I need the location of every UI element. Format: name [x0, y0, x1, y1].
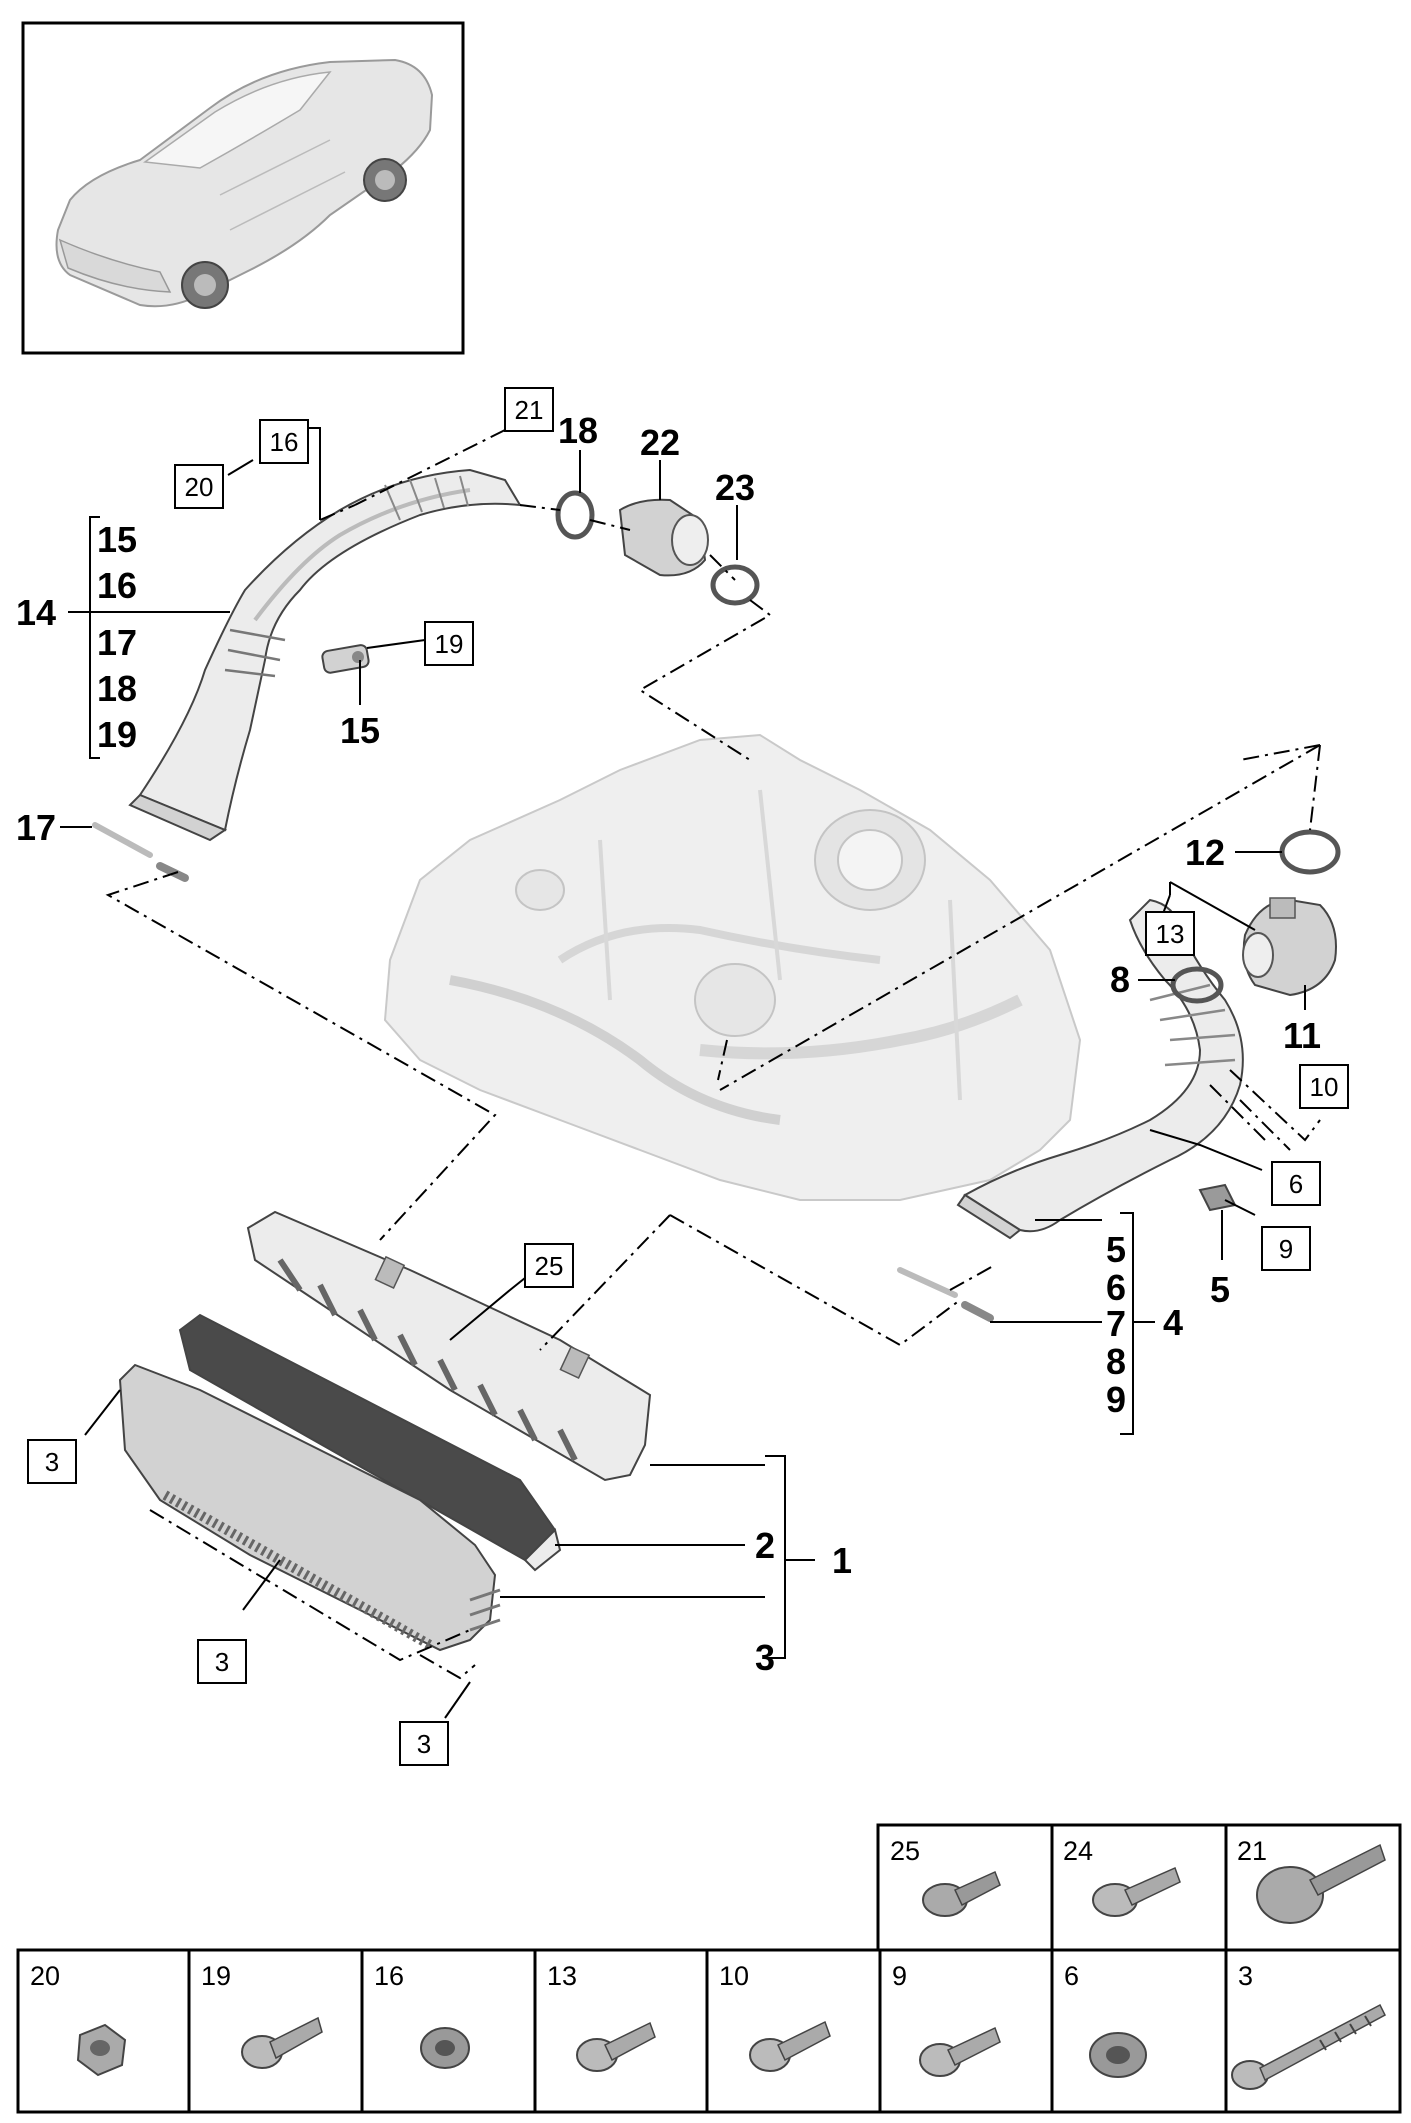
box-ref-25: 25: [535, 1251, 564, 1281]
box-ref-20: 20: [185, 472, 214, 502]
callout-5: 5: [1106, 1229, 1126, 1270]
air-filter-element-2: [178, 1313, 562, 1572]
callout-numbers: 1 2 3 4 5 6 7 8 9 5 8 11 12 14 15 16 17 …: [16, 410, 1321, 1678]
fastener-cell-6-label: 6: [1064, 1961, 1079, 1991]
callout-6: 6: [1106, 1267, 1126, 1308]
air-filter-housing-top: [246, 1210, 652, 1482]
fastener-cell-25-label: 25: [890, 1836, 920, 1866]
callout-1: 1: [832, 1540, 852, 1581]
callout-17: 17: [97, 622, 137, 663]
grommet-16-icon: [420, 2027, 470, 2069]
callout-7: 7: [1106, 1303, 1126, 1344]
callout-19: 19: [97, 714, 137, 755]
callout-22: 22: [640, 422, 680, 463]
connection-lines: [105, 429, 1321, 1680]
fastener-cell-13-label: 13: [547, 1961, 577, 1991]
callout-16: 16: [97, 565, 137, 606]
bolt-9-icon: [919, 2026, 1001, 2077]
bolt-25-icon: [922, 1870, 1001, 1917]
callout-14: 14: [16, 592, 56, 633]
fastener-cell-3-label: 3: [1238, 1961, 1253, 1991]
engine-assembly: [383, 733, 1082, 1201]
leader-lines: [60, 427, 1306, 1719]
fastener-cell-19-label: 19: [201, 1961, 231, 1991]
screw-3-icon: [1231, 2003, 1386, 2090]
callout-8-clamp: 8: [1110, 959, 1130, 1000]
pin-7-right: [897, 1267, 994, 1322]
callout-4: 4: [1163, 1302, 1183, 1343]
bolt-13-icon: [576, 2021, 656, 2072]
bolt-19-icon: [241, 2016, 323, 2069]
box-ref-3-c: 3: [417, 1729, 431, 1759]
callout-18-clamp: 18: [558, 410, 598, 451]
nut-20-icon: [76, 2023, 127, 2077]
hose-clamp-8: [1170, 966, 1224, 1004]
bracket-9: [1198, 1183, 1237, 1212]
box-ref-3-b: 3: [215, 1647, 229, 1677]
box-ref-19: 19: [435, 629, 464, 659]
hose-clamp-12: [1279, 829, 1341, 875]
callout-11: 11: [1283, 1015, 1321, 1056]
fastener-cell-21-label: 21: [1237, 1836, 1267, 1866]
callout-2: 2: [755, 1525, 775, 1566]
callout-8: 8: [1106, 1341, 1126, 1382]
fastener-cell-20-label: 20: [30, 1961, 60, 1991]
callout-15-sensor: 15: [340, 710, 380, 751]
callout-23: 23: [715, 467, 755, 508]
box-ref-21: 21: [515, 395, 544, 425]
air-filter-housing-bottom: [118, 1363, 501, 1652]
vehicle-thumbnail: [21, 21, 465, 355]
callout-17-pin: 17: [16, 807, 56, 848]
intake-sensor-15: [321, 644, 370, 674]
hose-clamp-23: [710, 564, 760, 606]
boxed-references: 3 3 3 6 9 10 13 16 19 20 21 25: [27, 387, 1349, 1766]
callout-18: 18: [97, 668, 137, 709]
box-ref-16: 16: [270, 427, 299, 457]
fastener-cell-16-label: 16: [374, 1961, 404, 1991]
stud-21-icon: [1256, 1843, 1386, 1924]
pin-17-left: [92, 822, 189, 882]
callout-12: 12: [1185, 832, 1225, 873]
throttle-body-11: [1242, 897, 1337, 997]
callout-9: 9: [1106, 1379, 1126, 1420]
box-ref-3-a: 3: [45, 1447, 59, 1477]
box-ref-13: 13: [1156, 919, 1185, 949]
hose-clamp-18: [555, 490, 595, 540]
bolt-10-icon: [749, 2020, 831, 2072]
callout-15: 15: [97, 519, 137, 560]
fastener-cell-9-label: 9: [892, 1961, 907, 1991]
fastener-cell-24-label: 24: [1063, 1836, 1093, 1866]
box-ref-9: 9: [1279, 1234, 1293, 1264]
box-ref-10: 10: [1310, 1072, 1339, 1102]
fastener-table: 25 24 21 20 19 16 13 10 9 6 3: [16, 1823, 1402, 2114]
callout-5-bracket: 5: [1210, 1269, 1230, 1310]
callout-3: 3: [755, 1637, 775, 1678]
grommet-6-icon: [1089, 2032, 1147, 2078]
left-intake-duct: [128, 468, 522, 842]
box-ref-6: 6: [1289, 1169, 1303, 1199]
valve-22: [618, 498, 709, 577]
bolt-24-icon: [1092, 1866, 1181, 1917]
fastener-cell-10-label: 10: [719, 1961, 749, 1991]
